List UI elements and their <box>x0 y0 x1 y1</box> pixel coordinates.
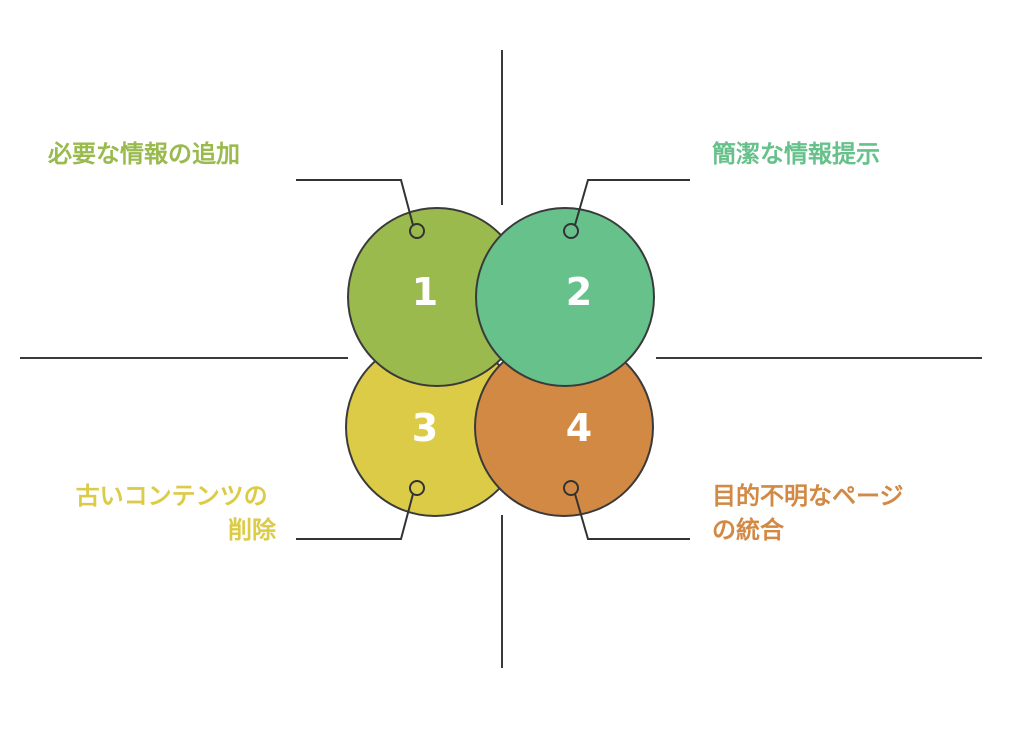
anchor-dot-4 <box>563 480 579 496</box>
label-4-line-1: 目的不明なページ <box>712 482 904 510</box>
label-4: 目的不明なページ の統合 <box>712 482 912 544</box>
circle-2-number: 2 <box>566 270 592 314</box>
label-1: 必要な情報の追加 <box>48 140 240 168</box>
label-4-line-2: の統合 <box>712 516 785 544</box>
anchor-dot-1 <box>409 223 425 239</box>
circle-3-number: 3 <box>412 406 438 450</box>
leader-line-3 <box>296 493 414 540</box>
label-3: 古いコンテンツの 削除 <box>76 482 277 544</box>
leader-line-1 <box>296 179 414 226</box>
leader-line-2 <box>574 179 690 226</box>
circle-2 <box>475 207 655 387</box>
label-3-line-2: 削除 <box>228 516 277 544</box>
anchor-dot-2 <box>563 223 579 239</box>
leader-line-4 <box>574 493 690 540</box>
label-3-line-1: 古いコンテンツの <box>76 482 268 510</box>
anchor-dot-3 <box>409 480 425 496</box>
label-1-line-1: 必要な情報の追加 <box>48 140 240 168</box>
label-2: 簡潔な情報提示 <box>712 140 880 168</box>
circle-4-number: 4 <box>566 406 592 450</box>
circle-1-number: 1 <box>412 270 438 314</box>
label-2-line-1: 簡潔な情報提示 <box>712 140 880 168</box>
